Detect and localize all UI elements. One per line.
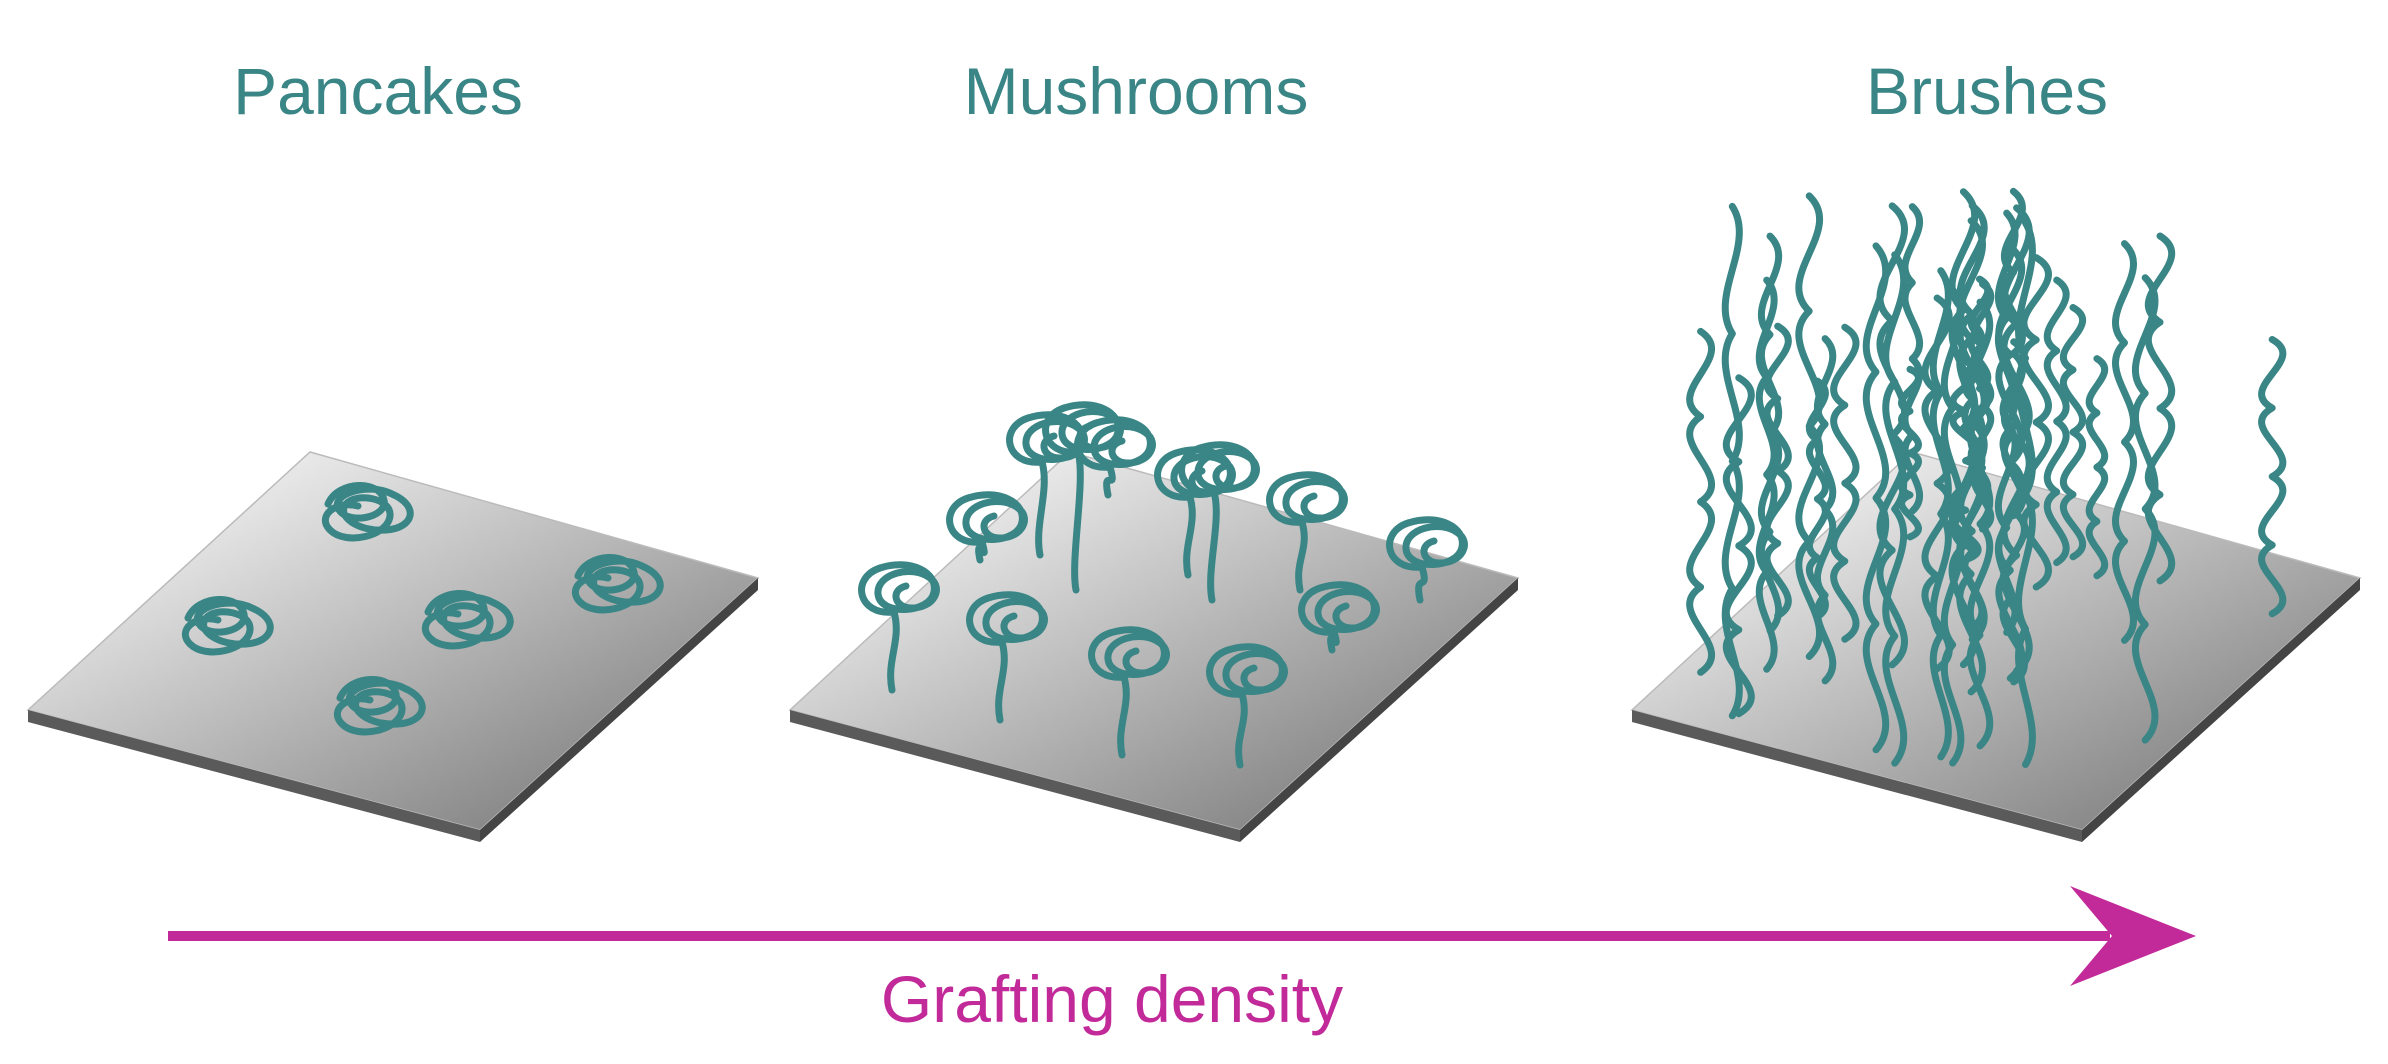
brush-chain bbox=[2258, 336, 2287, 618]
brush-chain bbox=[1721, 202, 1743, 720]
brush-chain bbox=[1882, 251, 1908, 767]
pancake-chains bbox=[181, 482, 664, 736]
title-mushrooms: Mushrooms bbox=[963, 54, 1309, 128]
mushroom-chain bbox=[1386, 516, 1468, 604]
brush-chain bbox=[1929, 267, 1952, 761]
brush-chain bbox=[1795, 192, 1824, 660]
brush-chain bbox=[1970, 280, 1995, 533]
title-brushes: Brushes bbox=[1865, 54, 2109, 128]
axis-label-grafting-density: Grafting density bbox=[880, 962, 1344, 1036]
mushroom-chains bbox=[858, 401, 1468, 769]
brush-chain bbox=[2059, 304, 2087, 561]
brush-chain bbox=[1901, 203, 1923, 515]
brush-chain bbox=[2000, 187, 2026, 520]
brush-chain bbox=[2020, 254, 2052, 591]
mushroom-chain bbox=[1178, 441, 1260, 604]
brush-chain bbox=[1722, 374, 1755, 718]
brush-chain bbox=[1948, 188, 1979, 669]
brush-chains bbox=[1686, 187, 2287, 768]
brush-chain bbox=[2144, 232, 2176, 585]
pancake-chain bbox=[421, 590, 514, 650]
brush-chain bbox=[2112, 240, 2137, 644]
mushroom-chain bbox=[1088, 626, 1170, 759]
brush-chain bbox=[2000, 204, 2033, 675]
mushroom-chain bbox=[966, 591, 1048, 724]
substrate-mushrooms bbox=[788, 451, 1520, 842]
brush-chain bbox=[2043, 276, 2070, 567]
brush-chain bbox=[1757, 232, 1783, 635]
brush-chain bbox=[1898, 365, 1922, 541]
brush-chain bbox=[1686, 327, 1716, 676]
brush-chain bbox=[1830, 323, 1860, 643]
title-pancakes: Pancakes bbox=[233, 54, 523, 128]
pancake-chain bbox=[321, 482, 414, 542]
pancake-chain bbox=[333, 676, 426, 736]
mushroom-chain bbox=[1298, 581, 1380, 654]
brush-chain bbox=[2085, 355, 2109, 580]
substrate-brushes bbox=[1630, 451, 2362, 842]
mushroom-chain bbox=[1042, 401, 1124, 594]
brush-chain bbox=[1862, 242, 1890, 754]
brush-chain bbox=[1921, 294, 1953, 673]
mushroom-chain bbox=[1074, 416, 1156, 499]
mushroom-chain bbox=[1206, 643, 1288, 769]
pancake-chain bbox=[181, 596, 274, 656]
mushroom-chain bbox=[1266, 471, 1348, 594]
mushroom-chain bbox=[946, 491, 1028, 564]
pancake-chain bbox=[571, 554, 664, 614]
mushroom-chain bbox=[858, 561, 940, 694]
substrate-pancakes bbox=[26, 451, 760, 842]
mushroom-chain bbox=[1006, 411, 1088, 559]
grafting-density-arrow bbox=[168, 886, 2196, 986]
